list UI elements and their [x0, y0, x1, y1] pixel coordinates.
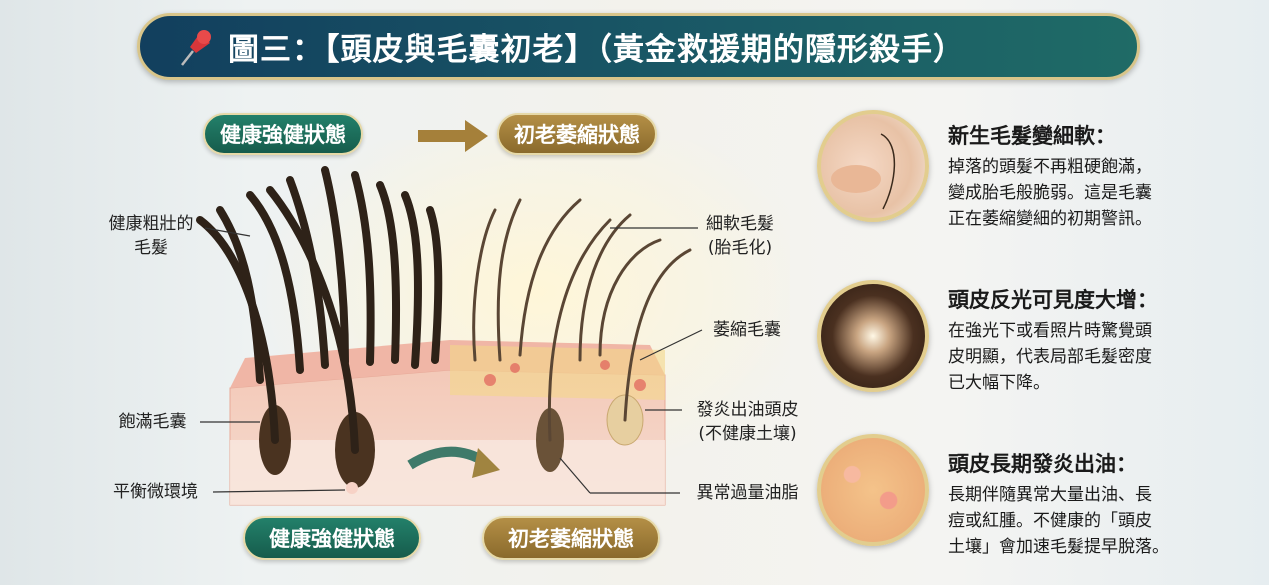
symptom-line: 已大幅下降。: [948, 373, 1050, 393]
symptom-line: 變成胎毛般脆弱。這是毛囊: [948, 183, 1152, 203]
symptom-line: 在強光下或看照片時驚覺頭: [948, 321, 1152, 341]
symptom-inflammation: 頭皮長期發炎出油： 長期伴隨異常大量出油、長 痘或紅腫。不健康的「頭皮 土壤」會…: [948, 448, 1238, 560]
symptom-scalp-visibility: 頭皮反光可見度大增： 在強光下或看照片時驚覺頭 皮明顯，代表局部毛髮密度 已大幅…: [948, 284, 1238, 396]
label-full-follicle: 飽滿毛囊: [118, 412, 187, 432]
pushpin-icon: [181, 29, 211, 66]
hair-follicle-diagram: [196, 120, 790, 520]
symptom-title: 頭皮反光可見度大增：: [948, 288, 1158, 312]
magnifier-scalp-icon: [817, 280, 929, 392]
label-line: 健康粗壯的: [108, 214, 194, 234]
leader-lines: [200, 227, 703, 494]
oil-droplets: [484, 360, 646, 391]
symptom-title: 新生毛髮變細軟：: [948, 124, 1116, 148]
label-inflamed-scalp: 發炎出油頭皮 (不健康土壤): [680, 398, 815, 446]
symptom-line: 正在萎縮變細的初期警訊。: [948, 209, 1152, 229]
inflamed-scalp-icon: [817, 434, 929, 546]
title-text: 圖三：【頭皮與毛囊初老】（黃金救援期的隱形殺手）: [228, 32, 965, 68]
label-line: (胎毛化): [707, 238, 773, 258]
label-thin-hair: 細軟毛髮 (胎毛化): [695, 212, 785, 260]
symptom-line: 皮明顯，代表局部毛髮密度: [948, 347, 1152, 367]
label-excess-oil: 異常過量油脂: [696, 483, 799, 503]
aging-state-pill-bottom: 初老萎縮狀態: [482, 516, 660, 560]
skin-block: [229, 340, 666, 506]
title-banner: 圖三：【頭皮與毛囊初老】（黃金救援期的隱形殺手）: [137, 13, 1140, 80]
symptom-line: 掉落的頭髮不再粗硬飽滿，: [948, 157, 1152, 177]
label-atrophied-follicle: 萎縮毛囊: [713, 320, 781, 340]
label-line: 發炎出油頭皮: [696, 400, 799, 420]
thin-hairs: [472, 198, 692, 442]
fine-hair-icon: [817, 110, 929, 222]
label-line: 細軟毛髮: [706, 214, 774, 234]
aging-state-pill-top: 初老萎縮狀態: [497, 113, 657, 155]
healthy-state-pill-bottom: 健康強健狀態: [243, 516, 421, 560]
label-healthy-hair: 健康粗壯的 毛髮: [92, 212, 210, 260]
healthy-hairs: [196, 166, 443, 454]
label-line: (不健康土壤): [698, 424, 797, 444]
healthy-state-pill-top: 健康強健狀態: [203, 113, 363, 155]
symptom-title: 頭皮長期發炎出油：: [948, 452, 1137, 476]
header-arrow: [418, 120, 488, 152]
label-line: 毛髮: [134, 238, 168, 258]
symptom-line: 土壤」會加速毛髮提早脫落。: [948, 537, 1169, 557]
symptom-line: 痘或紅腫。不健康的「頭皮: [948, 511, 1152, 531]
symptom-fine-hair: 新生毛髮變細軟： 掉落的頭髮不再粗硬飽滿， 變成胎毛般脆弱。這是毛囊 正在萎縮變…: [948, 120, 1238, 232]
symptom-line: 長期伴隨異常大量出油、長: [948, 485, 1152, 505]
label-balanced-environment: 平衡微環境: [113, 482, 198, 502]
